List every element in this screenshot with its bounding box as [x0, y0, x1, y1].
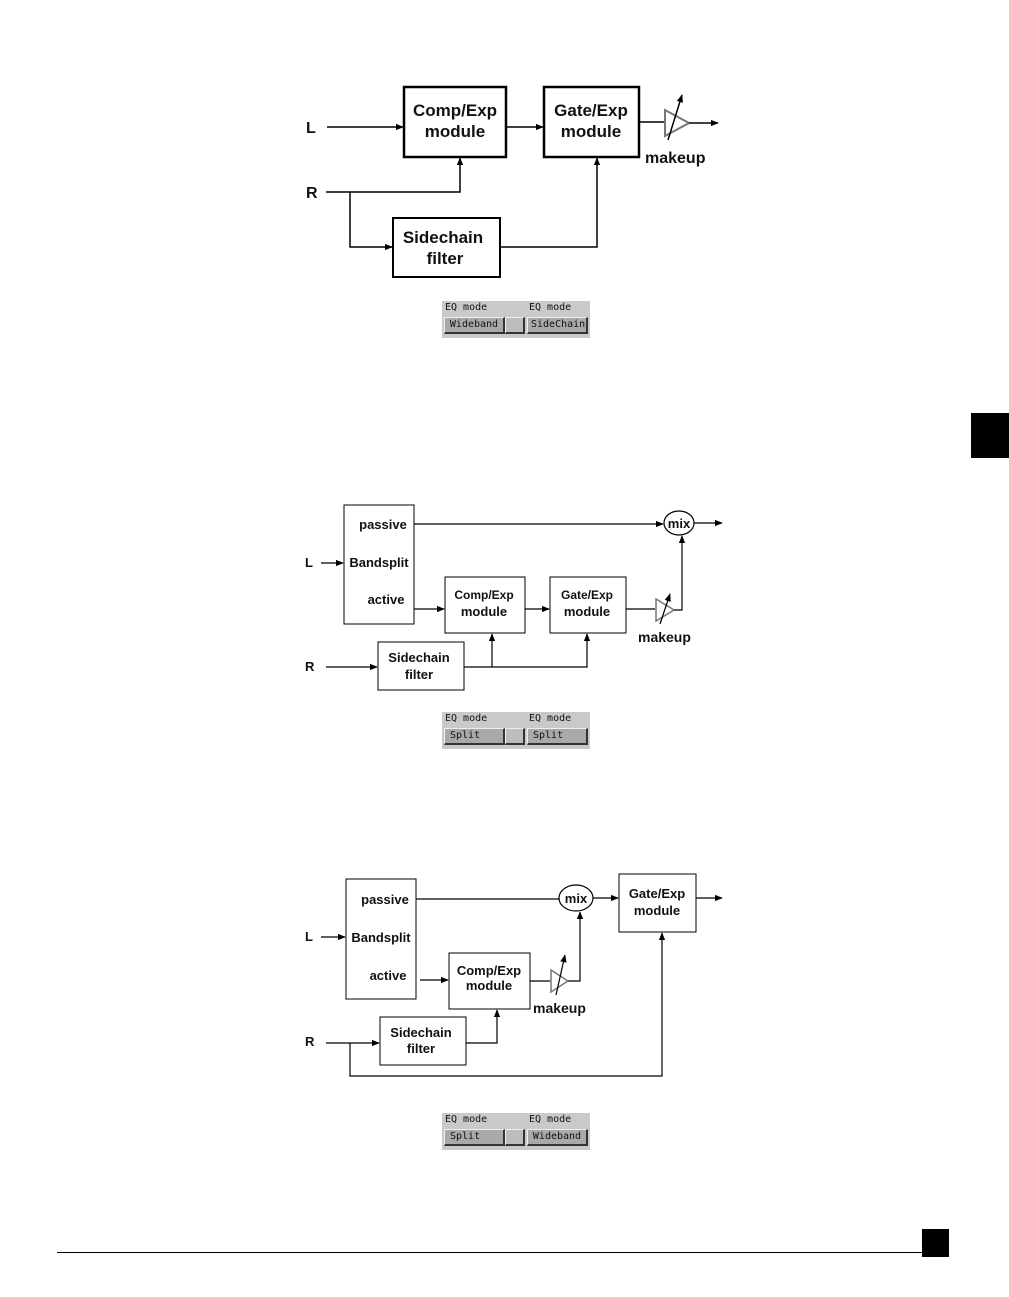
- eq-mode-panel-1: EQ mode EQ mode Wideband SideChain: [442, 301, 590, 338]
- eq-mode-left-button[interactable]: Split: [444, 728, 505, 745]
- page-number-box: [922, 1229, 949, 1257]
- mix-label: mix: [668, 516, 691, 531]
- eq-mode-right-button[interactable]: Split: [527, 728, 588, 745]
- sidechain-to-comp-line: [466, 1009, 501, 1044]
- gate-exp-module-box: [618, 873, 697, 933]
- comp-exp-title: Comp/Exp: [457, 963, 521, 978]
- bandsplit-label: Bandsplit: [349, 555, 409, 570]
- diagram-split-split: [321, 504, 723, 691]
- eq-mode-toggle-button[interactable]: [505, 1129, 525, 1146]
- sidechain-filter-box: [377, 641, 465, 691]
- makeup-gain-arrow: [659, 593, 671, 625]
- gate-exp-title: Gate/Exp: [629, 886, 685, 901]
- input-r-label: R: [306, 185, 318, 202]
- makeup-to-mix-line: [674, 535, 686, 611]
- diagram3-labels: L R passive Bandsplit active mix Comp/Ex…: [305, 886, 685, 1056]
- makeup-gain-arrow: [667, 94, 683, 141]
- comp-exp-title: Comp/Exp: [413, 101, 497, 120]
- gate-exp-title: Gate/Exp: [561, 588, 613, 602]
- eq-mode-panel-3: EQ mode EQ mode Split Wideband: [442, 1113, 590, 1150]
- active-label: active: [370, 968, 407, 983]
- sidechain-filter-box: [392, 217, 501, 278]
- sidechain-to-gate-line: [500, 157, 601, 248]
- input-r-label: R: [305, 659, 315, 674]
- bandsplit-box: [343, 504, 415, 625]
- diagram-wideband-sidechain: [326, 85, 719, 278]
- sidechain-subtitle: filter: [407, 1041, 435, 1056]
- eq-mode-panel-2: EQ mode EQ mode Split Split: [442, 712, 590, 749]
- eq-mode-left-label: EQ mode: [445, 713, 488, 724]
- chapter-tab-marker: [971, 413, 1009, 458]
- sidechain-title: Sidechain: [403, 228, 483, 247]
- input-l-label: L: [305, 929, 313, 944]
- comp-exp-title: Comp/Exp: [454, 588, 513, 602]
- diagram-split-wideband: [321, 873, 723, 1077]
- comp-exp-subtitle: module: [466, 978, 512, 993]
- input-r-label: R: [305, 1034, 315, 1049]
- eq-mode-toggle-button[interactable]: [505, 317, 525, 334]
- eq-mode-toggle-button[interactable]: [505, 728, 525, 745]
- comp-exp-subtitle: module: [461, 604, 507, 619]
- eq-mode-left-label: EQ mode: [445, 302, 488, 313]
- makeup-to-mix-line: [568, 911, 584, 982]
- comp-exp-subtitle: module: [425, 122, 485, 141]
- diagram1-labels: L R Comp/Exp module Gate/Exp module Side…: [306, 101, 706, 268]
- eq-mode-right-button[interactable]: Wideband: [527, 1129, 588, 1146]
- footer-rule: [57, 1252, 926, 1253]
- makeup-gain-arrow: [555, 954, 567, 996]
- makeup-amp-icon: [664, 108, 692, 138]
- sidechain-subtitle: filter: [405, 667, 433, 682]
- eq-mode-left-label: EQ mode: [445, 1114, 488, 1125]
- sidechain-title: Sidechain: [390, 1025, 451, 1040]
- eq-mode-right-label: EQ mode: [529, 1114, 572, 1125]
- bandsplit-box: [345, 878, 417, 1000]
- eq-mode-right-label: EQ mode: [529, 713, 572, 724]
- makeup-label: makeup: [638, 629, 691, 645]
- r-to-comp-sidechain-line: [326, 157, 464, 193]
- passive-label: passive: [359, 517, 407, 532]
- diagram2-labels: L R passive Bandsplit active mix Comp/Ex…: [305, 516, 691, 682]
- active-label: active: [368, 592, 405, 607]
- gate-exp-subtitle: module: [634, 903, 680, 918]
- eq-mode-left-button[interactable]: Wideband: [444, 317, 505, 334]
- makeup-label: makeup: [533, 1000, 586, 1016]
- bandsplit-label: Bandsplit: [351, 930, 411, 945]
- sidechain-to-gate-line: [464, 633, 591, 668]
- gate-exp-title: Gate/Exp: [554, 101, 628, 120]
- passive-label: passive: [361, 892, 409, 907]
- input-l-label: L: [305, 555, 313, 570]
- sidechain-filter-box: [379, 1016, 467, 1066]
- makeup-label: makeup: [645, 150, 706, 167]
- mix-label: mix: [565, 891, 588, 906]
- gate-exp-subtitle: module: [561, 122, 621, 141]
- sidechain-subtitle: filter: [427, 249, 464, 268]
- eq-mode-left-button[interactable]: Split: [444, 1129, 505, 1146]
- r-to-gate-sidechain-line: [349, 932, 666, 1077]
- sidechain-title: Sidechain: [388, 650, 449, 665]
- gate-exp-subtitle: module: [564, 604, 610, 619]
- gate-exp-module-box: [549, 576, 627, 634]
- comp-exp-module-box: [402, 85, 508, 159]
- comp-exp-module-box: [444, 576, 526, 634]
- eq-mode-right-label: EQ mode: [529, 302, 572, 313]
- r-to-sidechain-filter-line: [349, 192, 393, 251]
- eq-mode-right-button[interactable]: SideChain: [527, 317, 588, 334]
- input-l-label: L: [306, 120, 316, 137]
